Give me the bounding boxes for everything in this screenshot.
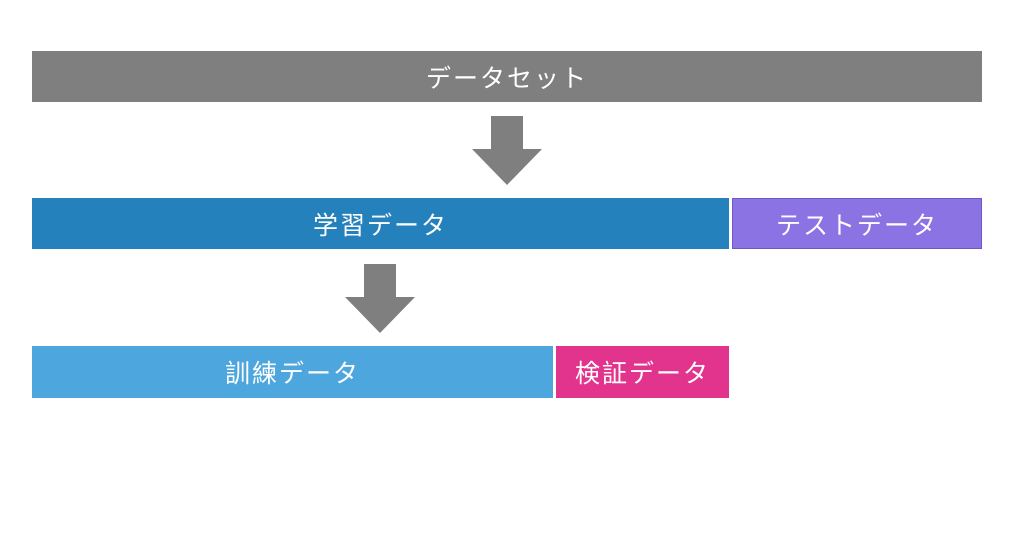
training-data-label: 訓練データ	[224, 359, 360, 388]
down-arrow-icon	[472, 116, 542, 185]
validation-data-bar: 検証データ	[556, 346, 729, 398]
test-data-label: テストデータ	[775, 210, 938, 240]
dataset-label: データセット	[425, 63, 588, 93]
training-data-bar: 訓練データ	[32, 346, 553, 398]
train-data-bar: 学習データ	[32, 198, 729, 249]
dataset-bar: データセット	[32, 51, 982, 102]
validation-data-label: 検証データ	[574, 359, 710, 388]
down-arrow-icon	[345, 264, 415, 333]
train-data-label: 学習データ	[312, 210, 448, 240]
test-data-bar: テストデータ	[732, 198, 982, 249]
